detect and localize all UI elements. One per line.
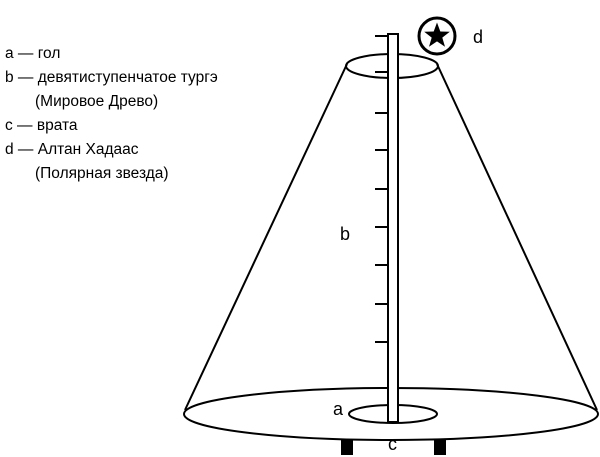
label-b: b xyxy=(340,224,351,244)
cone-left-side xyxy=(184,63,348,411)
world-tree-pillar xyxy=(387,33,399,423)
gate-post-left-icon xyxy=(341,439,353,455)
legend-item-b: b — девятиступенчатое тургэ xyxy=(5,69,218,86)
legend-item-a: a — гол xyxy=(5,45,61,62)
legend-item-d-note: (Полярная звезда) xyxy=(35,165,169,182)
cone-right-side xyxy=(436,63,598,411)
label-a: a xyxy=(333,399,344,419)
tree-step-ticks xyxy=(375,35,388,343)
star-icon xyxy=(417,16,457,56)
legend-item-c: c — врата xyxy=(5,117,78,134)
label-c: c xyxy=(388,434,397,454)
legend-item-d: d — Алтан Хадаас xyxy=(5,141,139,158)
legend-item-b-note: (Мировое Древо) xyxy=(35,93,159,110)
legend: a — гол b — девятиступенчатое тургэ (Мир… xyxy=(5,42,305,186)
gate-post-right-icon xyxy=(434,439,446,455)
label-d: d xyxy=(473,27,484,47)
